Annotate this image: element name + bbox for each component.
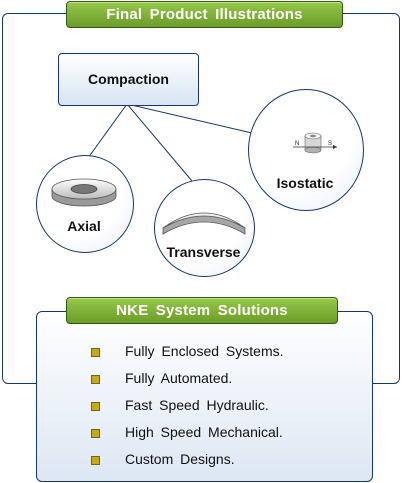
arc-segment-icon [162, 212, 246, 235]
list-item: Fast Speed Hydraulic. [90, 397, 350, 424]
solution-text: Fast Speed Hydraulic. [125, 397, 269, 413]
ring-washer-icon [51, 178, 117, 207]
magnet-cylinder-icon: N S [293, 132, 337, 154]
solution-text: Custom Designs. [125, 451, 235, 467]
list-item: Custom Designs. [90, 451, 350, 478]
iso-pole-s: S [328, 141, 332, 147]
axial-label: Axial [67, 218, 101, 234]
solution-text: Fully Automated. [125, 370, 233, 386]
bullet-icon [91, 456, 100, 465]
list-item: High Speed Mechanical. [90, 424, 350, 451]
bullet-icon [91, 375, 100, 384]
solutions-title: NKE System Solutions [66, 297, 338, 324]
bullet-icon [91, 402, 100, 411]
list-item: Fully Automated. [90, 370, 350, 397]
bullet-icon [91, 429, 100, 438]
header-title: Final Product Illustrations [66, 1, 343, 28]
isostatic-label: Isostatic [276, 175, 334, 191]
bullet-icon [91, 348, 100, 357]
transverse-label: Transverse [166, 244, 241, 260]
list-item: Fully Enclosed Systems. [90, 343, 350, 370]
compaction-box: Compaction [58, 53, 199, 106]
solutions-list: Fully Enclosed Systems. Fully Automated.… [90, 343, 350, 478]
connector-transverse [126, 103, 193, 182]
solution-text: High Speed Mechanical. [125, 424, 283, 440]
iso-pole-n: N [295, 141, 299, 147]
connector-isostatic [126, 103, 253, 134]
solution-text: Fully Enclosed Systems. [125, 343, 284, 359]
connector-axial [87, 103, 128, 159]
